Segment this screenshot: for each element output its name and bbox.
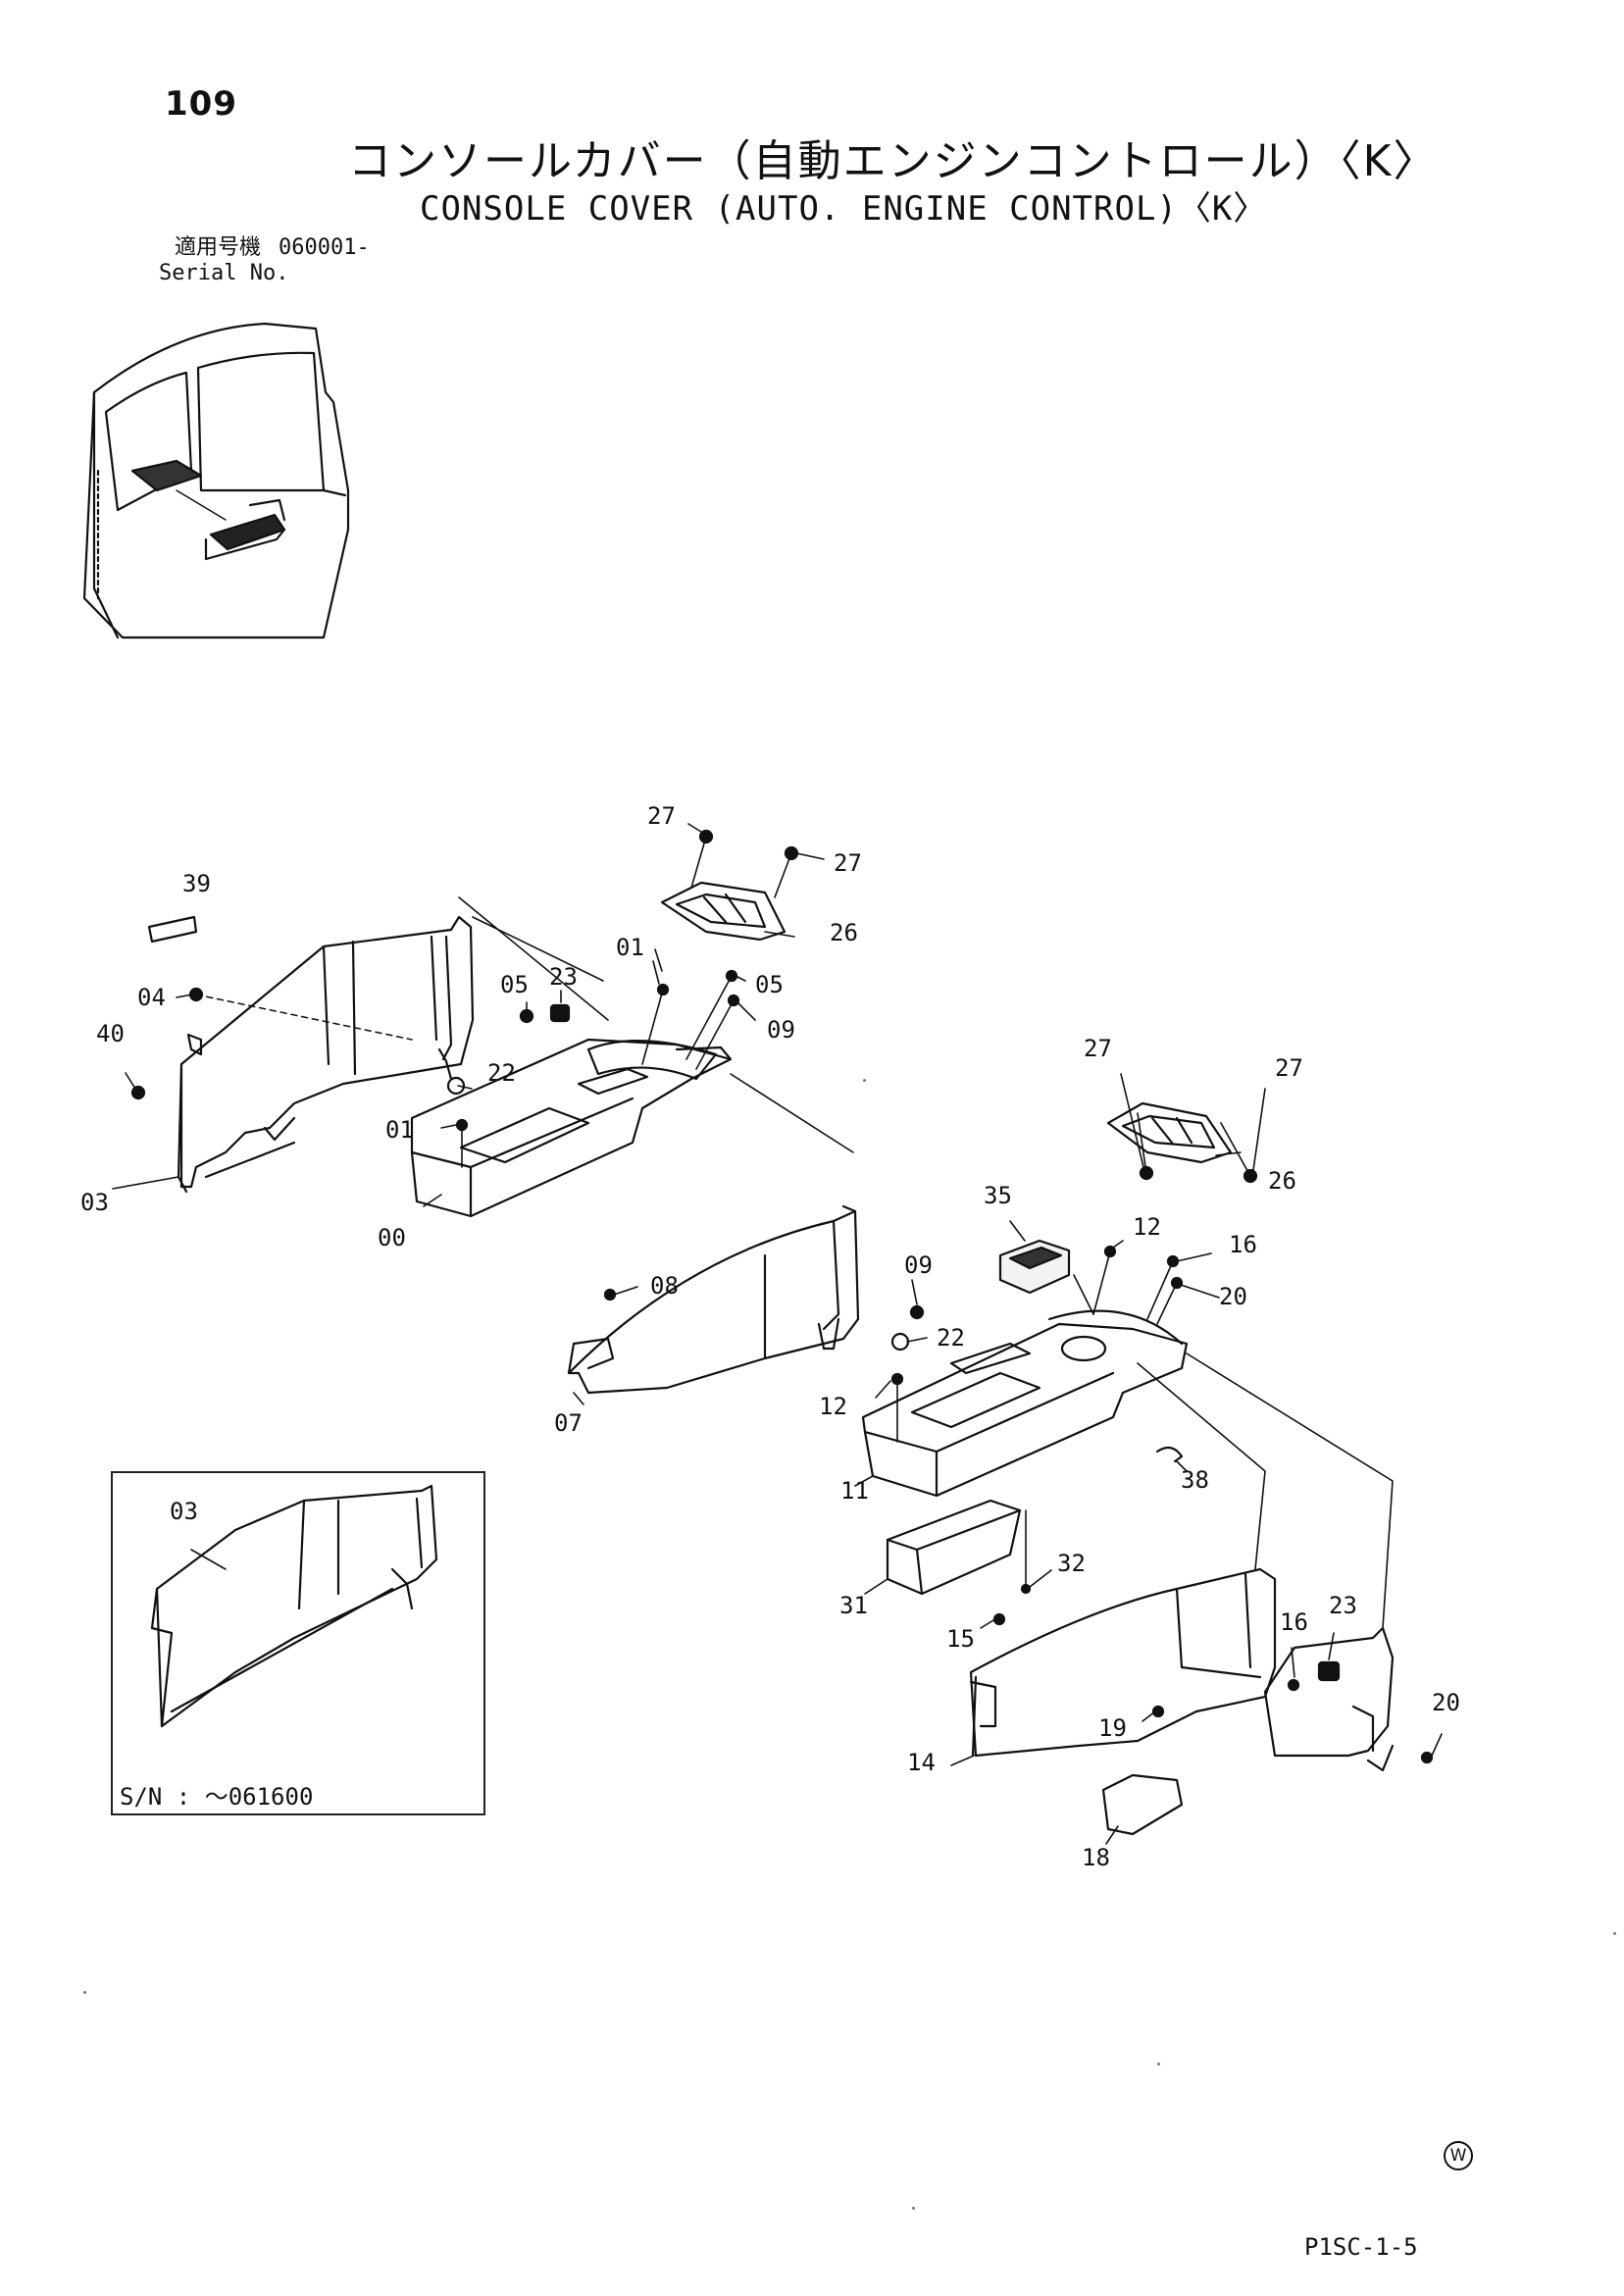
page-number: 109 <box>165 84 237 124</box>
part-26-upper-panel <box>660 881 787 942</box>
part-18-pad <box>1101 1773 1184 1836</box>
part-03-side-cover <box>177 915 475 1194</box>
part-35-switch <box>998 1239 1071 1295</box>
label-part-12: 12 <box>1133 1213 1161 1241</box>
cab-location-sketch <box>82 322 350 639</box>
label-part-09: 09 <box>767 1016 795 1044</box>
label-part-23: 23 <box>1329 1592 1357 1619</box>
label-part-38: 38 <box>1181 1466 1209 1494</box>
label-part-05: 05 <box>500 971 529 998</box>
label-part-20: 20 <box>1432 1689 1460 1716</box>
label-part-26: 26 <box>830 919 858 946</box>
label-part-11: 11 <box>840 1477 869 1505</box>
label-part-20: 20 <box>1219 1283 1247 1310</box>
label-part-31: 31 <box>839 1592 868 1619</box>
label-part-07: 07 <box>554 1409 583 1437</box>
page-title-en: CONSOLE COVER (AUTO. ENGINE CONTROL)〈K〉 <box>420 189 1268 229</box>
footer-page-code: P1SC-1-5 <box>1304 2233 1418 2261</box>
inset-frame <box>111 1471 485 1815</box>
label-part-23: 23 <box>549 963 578 991</box>
label-part-04: 04 <box>137 984 166 1011</box>
part-26-upper-panel-right <box>1106 1101 1233 1164</box>
label-part-00: 00 <box>378 1224 406 1251</box>
inset-part-03 <box>150 1484 438 1728</box>
label-part-26: 26 <box>1268 1167 1296 1195</box>
label-part-01: 01 <box>385 1116 414 1144</box>
label-part-39: 39 <box>182 870 211 897</box>
part-00-console-base <box>410 1038 733 1218</box>
label-part-12: 12 <box>819 1393 847 1420</box>
part-14-lower-cover <box>969 1567 1277 1758</box>
label-part-16: 16 <box>1280 1608 1308 1636</box>
part-31-tray <box>886 1499 1022 1596</box>
label-part-08: 08 <box>650 1272 679 1300</box>
label-part-27: 27 <box>1084 1035 1112 1062</box>
label-part-27: 27 <box>1275 1054 1303 1082</box>
label-part-15: 15 <box>946 1625 975 1653</box>
label-inset-part-03: 03 <box>170 1498 198 1525</box>
serial-info: 適用号機 060001- Serial No. <box>159 235 370 286</box>
label-part-40: 40 <box>96 1020 125 1047</box>
label-part-22: 22 <box>937 1324 965 1352</box>
serial-label-jp: 適用号機 <box>175 235 262 260</box>
part-07-lower-cover <box>567 1204 860 1395</box>
label-part-22: 22 <box>487 1059 516 1087</box>
serial-value: 060001- <box>279 235 370 260</box>
label-part-09: 09 <box>904 1251 933 1279</box>
label-part-27: 27 <box>647 802 676 830</box>
label-part-19: 19 <box>1098 1714 1127 1742</box>
part-20-side-bracket <box>1263 1626 1395 1772</box>
label-part-01: 01 <box>616 934 644 961</box>
label-part-32: 32 <box>1057 1550 1086 1577</box>
leader-lines <box>112 823 1443 1845</box>
label-part-35: 35 <box>984 1182 1012 1209</box>
inset-serial-note: S/N : ～061600 <box>120 1783 314 1811</box>
label-part-18: 18 <box>1082 1844 1110 1871</box>
label-part-14: 14 <box>907 1749 936 1776</box>
page-title-jp: コンソールカバー（自動エンジンコントロール）〈K〉 <box>348 136 1439 186</box>
label-part-03: 03 <box>80 1189 109 1216</box>
serial-label-en: Serial No. <box>159 261 289 285</box>
label-part-05: 05 <box>755 971 784 998</box>
label-part-16: 16 <box>1229 1231 1257 1258</box>
part-38-clip <box>1155 1446 1184 1463</box>
label-part-27: 27 <box>834 849 862 877</box>
part-11-console-base <box>861 1309 1189 1498</box>
footer-w-mark: W <box>1444 2141 1473 2170</box>
part-39-label <box>147 915 198 944</box>
